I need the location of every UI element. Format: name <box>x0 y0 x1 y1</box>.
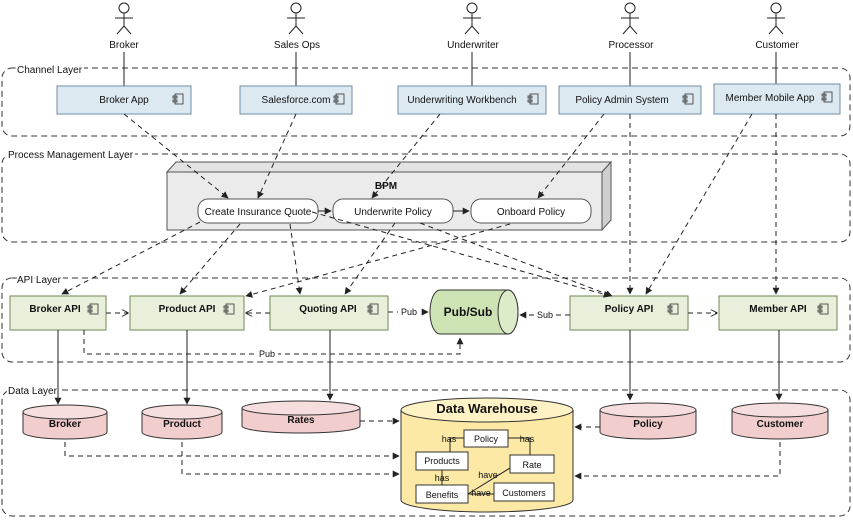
actor-underwriter-label: Underwriter <box>447 40 499 51</box>
datastore-product: Product <box>141 404 223 440</box>
svg-text:Onboard Policy: Onboard Policy <box>497 207 565 218</box>
svg-text:Broker App: Broker App <box>99 95 149 106</box>
datastore-policy: Policy <box>599 402 697 440</box>
svg-text:Product API: Product API <box>159 304 216 315</box>
actor-underwriter: Underwriter <box>447 2 500 51</box>
channel-app-broker-app[interactable]: Broker App <box>56 85 192 115</box>
pub-label-2: Pub <box>259 349 275 359</box>
api-broker[interactable]: Broker API <box>9 295 107 331</box>
api-quoting[interactable]: Quoting API <box>269 295 389 331</box>
component-icon <box>817 303 829 315</box>
component-icon <box>172 93 184 105</box>
sub-label: Sub <box>537 310 553 320</box>
api-layer <box>1 277 851 363</box>
svg-text:has: has <box>520 434 535 444</box>
api-member[interactable]: Member API <box>718 295 838 331</box>
actor-customer: Customer <box>755 2 799 51</box>
bpm-step-create-quote[interactable]: Create Insurance Quote <box>197 198 319 224</box>
svg-text:Create Insurance Quote: Create Insurance Quote <box>205 207 312 218</box>
process-layer <box>1 153 851 243</box>
svg-text:Quoting API: Quoting API <box>299 304 357 315</box>
svg-text:Underwrite Policy: Underwrite Policy <box>354 207 432 218</box>
datastore-rates: Rates <box>241 400 361 434</box>
svg-text:Salesforce.com: Salesforce.com <box>262 95 331 106</box>
svg-text:Benefits: Benefits <box>426 490 459 500</box>
svg-text:Rate: Rate <box>522 460 541 470</box>
pubsub-label: Pub/Sub <box>444 305 493 319</box>
svg-text:Customers: Customers <box>502 488 546 498</box>
svg-text:has: has <box>442 434 457 444</box>
channel-layer-label: Channel Layer <box>17 65 83 76</box>
svg-text:Broker: Broker <box>49 419 81 430</box>
svg-text:Product: Product <box>163 419 201 430</box>
datastore-customer: Customer <box>731 402 829 440</box>
component-icon <box>367 303 379 315</box>
data-layer-label: Data Layer <box>8 386 58 397</box>
svg-text:Products: Products <box>424 456 460 466</box>
pub-label: Pub <box>401 307 417 317</box>
actor-broker-label: Broker <box>109 40 139 51</box>
svg-text:Policy API: Policy API <box>605 304 654 315</box>
pubsub-queue: Pub/Sub <box>429 289 519 335</box>
svg-text:Policy: Policy <box>474 434 499 444</box>
actor-processor-label: Processor <box>608 40 654 51</box>
svg-text:Member Mobile App: Member Mobile App <box>726 93 815 104</box>
channel-app-member-mobile-app[interactable]: Member Mobile App <box>713 83 841 115</box>
component-icon <box>223 303 235 315</box>
svg-text:has: has <box>435 473 450 483</box>
process-layer-label: Process Management Layer <box>8 150 134 161</box>
api-product[interactable]: Product API <box>129 295 245 331</box>
channel-app-salesforce[interactable]: Salesforce.com <box>239 85 353 115</box>
bpm-title: BPM <box>375 181 397 192</box>
svg-text:have: have <box>478 470 498 480</box>
component-icon <box>333 93 345 105</box>
svg-text:Policy Admin System: Policy Admin System <box>575 95 668 106</box>
svg-text:Policy: Policy <box>633 419 663 430</box>
component-icon <box>667 303 679 315</box>
actor-salesops: Sales Ops <box>274 2 320 51</box>
actor-customer-label: Customer <box>755 40 799 51</box>
data-layer <box>1 389 851 517</box>
data-warehouse: Data Warehouse Policy Products Rate Bene… <box>400 397 574 513</box>
entity-customers <box>493 482 555 502</box>
api-layer-label: API Layer <box>17 275 62 286</box>
datastore-broker: Broker <box>22 404 108 440</box>
channel-app-underwriting-workbench[interactable]: Underwriting Workbench <box>397 85 547 115</box>
svg-text:Broker API: Broker API <box>29 304 81 315</box>
svg-text:have: have <box>471 488 491 498</box>
channel-app-policy-admin-system[interactable]: Policy Admin System <box>558 85 702 115</box>
component-icon <box>527 93 539 105</box>
warehouse-title: Data Warehouse <box>436 401 537 416</box>
svg-text:Member API: Member API <box>749 304 807 315</box>
component-icon <box>821 91 833 103</box>
svg-text:Customer: Customer <box>757 419 804 430</box>
entity-rate <box>509 454 555 474</box>
component-icon <box>87 303 99 315</box>
actor-processor: Processor <box>608 2 654 51</box>
bpm-step-underwrite-policy[interactable]: Underwrite Policy <box>332 198 454 224</box>
actor-broker: Broker <box>109 2 139 51</box>
svg-text:Underwriting Workbench: Underwriting Workbench <box>407 95 516 106</box>
actor-salesops-label: Sales Ops <box>274 40 320 51</box>
component-icon <box>682 93 694 105</box>
bpm-step-onboard-policy[interactable]: Onboard Policy <box>470 198 592 224</box>
api-policy[interactable]: Policy API <box>569 295 689 331</box>
channel-layer <box>1 67 851 137</box>
svg-text:Rates: Rates <box>287 415 315 426</box>
